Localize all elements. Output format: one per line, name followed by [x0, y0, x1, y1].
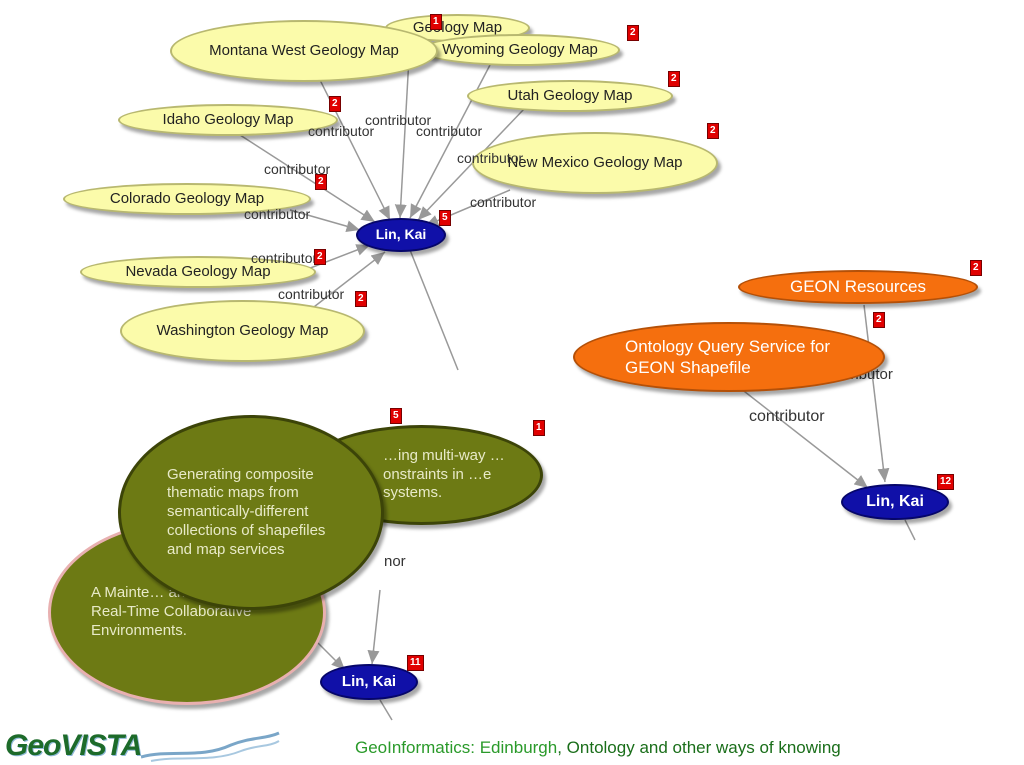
badge-colorado: 2: [315, 174, 327, 190]
node-geon-resources[interactable]: GEON Resources: [738, 270, 978, 304]
badge-washington: 2: [355, 291, 367, 307]
node-montana[interactable]: Montana West Geology Map: [170, 20, 438, 82]
geovista-logo: GeoVISTA: [5, 729, 281, 763]
edge-label: contributor: [365, 112, 432, 128]
node-generating-maps[interactable]: Generating composite thematic maps from …: [118, 415, 384, 610]
edge-label: nor: [384, 553, 406, 570]
edge-idaho: [239, 134, 376, 223]
edge-label: contributor: [308, 123, 375, 139]
edge-label: contributor: [470, 194, 537, 210]
edge-ontology: [739, 387, 869, 489]
node-utah[interactable]: Utah Geology Map: [467, 80, 673, 112]
badge-ontology-query: 2: [873, 312, 885, 328]
edge-maint: [314, 639, 346, 671]
node-ontology-query[interactable]: Ontology Query Service for GEON Shapefil…: [573, 322, 885, 392]
badge-lin-kai-right: 12: [937, 474, 955, 490]
badge-generating-maps: 5: [390, 408, 402, 424]
footer-location: GeoInformatics: Edinburgh: [355, 738, 558, 757]
footer-separator: ,: [557, 738, 562, 757]
edge-out-bottom: [379, 699, 393, 721]
edge-label: contributor: [244, 206, 311, 222]
edge-label: contributor: [264, 161, 331, 177]
node-lin-kai-bottom[interactable]: Lin, Kai: [320, 664, 418, 700]
edge-label: contributor: [749, 408, 825, 425]
node-idaho[interactable]: Idaho Geology Map: [118, 104, 338, 136]
badge-multiway: 1: [533, 420, 545, 436]
badge-geon-resources: 2: [970, 260, 982, 276]
edge-utah: [417, 107, 526, 221]
footer-title: Ontology and other ways of knowing: [561, 738, 841, 757]
badge-lin-kai-bottom: 11: [407, 655, 424, 671]
footer-caption: GeoInformatics: Edinburgh, Ontology and …: [355, 738, 841, 758]
edge-washington: [309, 251, 386, 311]
badge-idaho: 2: [329, 96, 341, 112]
edge-gen: [367, 589, 381, 665]
badge-wyoming-partial: 1: [430, 14, 442, 30]
logo-swoosh-icon: [141, 731, 281, 762]
edge-label: contributor: [278, 286, 345, 302]
edge-label: contributor: [251, 250, 318, 266]
badge-nevada: 2: [314, 249, 326, 265]
edge-label: contributor: [457, 150, 524, 166]
badge-utah: 2: [668, 71, 680, 87]
badge-wyoming: 2: [627, 25, 639, 41]
logo-text: GeoVISTA: [5, 729, 142, 762]
badge-new-mexico: 2: [707, 123, 719, 139]
edge-colorado: [289, 209, 361, 233]
node-wyoming[interactable]: Wyoming Geology Map: [420, 34, 620, 66]
edge-label: contributor: [416, 123, 483, 139]
badge-lin-kai-top: 5: [439, 210, 451, 226]
node-nevada[interactable]: Nevada Geology Map: [80, 256, 316, 288]
edge-out-right: [904, 519, 916, 541]
edge-out-top: [409, 249, 459, 371]
node-new-mexico[interactable]: New Mexico Geology Map: [472, 132, 718, 194]
node-colorado[interactable]: Colorado Geology Map: [63, 183, 311, 215]
edge-geon: [863, 304, 890, 483]
node-lin-kai-top[interactable]: Lin, Kai: [356, 218, 446, 252]
node-lin-kai-right[interactable]: Lin, Kai: [841, 484, 949, 520]
node-washington[interactable]: Washington Geology Map: [120, 300, 365, 362]
